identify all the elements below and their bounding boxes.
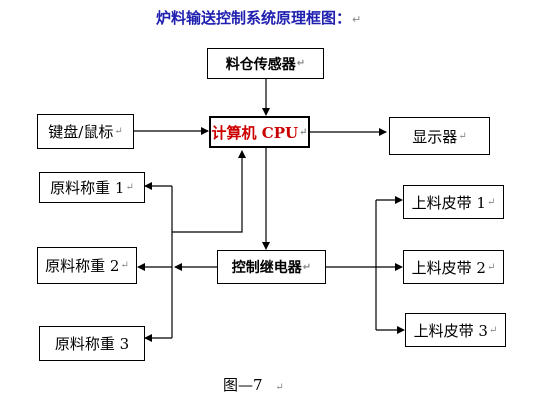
node-scale-2-label: 原料称重 2 [45,257,120,275]
node-relay-label: 控制继电器 [231,260,302,276]
wire-bus-cpu [172,150,246,233]
node-belt-1-label: 上料皮带 1 [411,193,486,212]
node-scale-2: 原料称重 2↵ [37,247,137,284]
paragraph-mark: ↵ [114,126,123,137]
node-sensor-label: 料仓传感器 [225,56,296,73]
paragraph-mark: ↵ [275,382,284,393]
node-scale-3: 原料称重 3 [39,326,145,361]
node-keyboard-label: 键盘/鼠标 [48,123,114,141]
paragraph-mark: ↵ [486,261,496,273]
node-scale-3-label: 原料称重 3 [54,335,130,353]
figure-caption: 图—7 ↵ [223,374,323,396]
node-belt-3: 上料皮带 3↵ [405,313,506,347]
node-belt-2-label: 上料皮带 2 [411,258,486,277]
paragraph-mark: ↵ [486,196,496,208]
paragraph-mark: ↵ [488,324,498,336]
node-scale-1: 原料称重 1↵ [39,172,145,203]
paragraph-mark: ↵ [125,182,134,193]
node-belt-3-label: 上料皮带 3 [413,321,488,340]
node-scale-1-label: 原料称重 1 [50,179,125,197]
paragraph-mark: ↵ [352,13,362,26]
node-belt-2: 上料皮带 2↵ [403,250,504,284]
paragraph-mark: ↵ [299,126,308,138]
diagram-title: 炉料输送控制系统原理框图：↵ [156,6,406,30]
paragraph-mark: ↵ [120,260,129,271]
node-cpu: 计算机 CPU↵ [209,116,310,148]
node-display-label: 显示器 [412,127,458,146]
node-cpu-label: 计算机 CPU [211,123,299,142]
figure-caption-text: 图—7 [223,376,263,394]
paragraph-mark: ↵ [458,130,467,142]
node-sensor: 料仓传感器↵ [207,48,324,79]
diagram-title-text: 炉料输送控制系统原理框图： [156,9,352,27]
paragraph-mark: ↵ [296,58,306,69]
node-belt-1: 上料皮带 1↵ [403,185,504,219]
paragraph-mark: ↵ [302,261,312,273]
node-display: 显示器↵ [389,117,490,155]
node-relay: 控制继电器↵ [217,250,326,284]
node-keyboard: 键盘/鼠标↵ [37,114,134,149]
